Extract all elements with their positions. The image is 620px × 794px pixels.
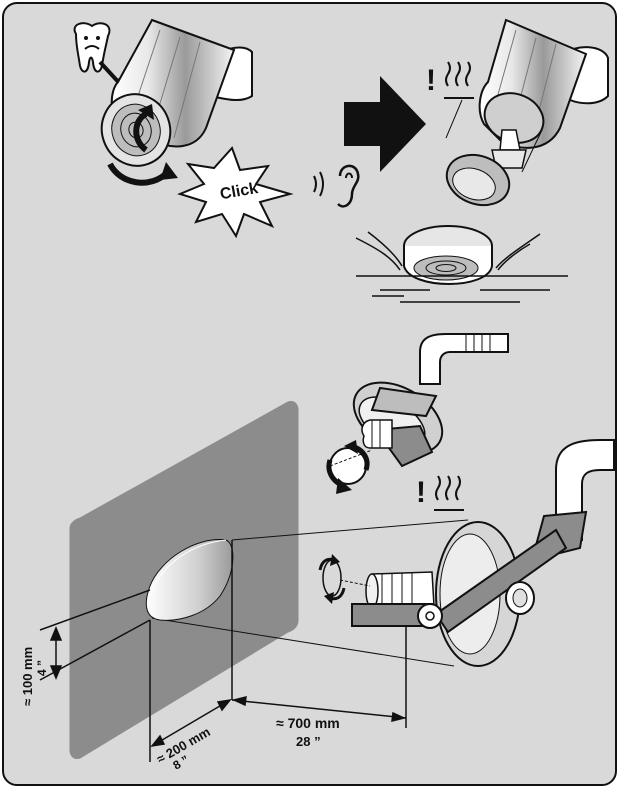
light-spot <box>145 539 234 621</box>
dim-distance-mm: ≈ 700 mm <box>276 715 340 731</box>
warn-mark-mid: ! <box>416 476 426 509</box>
dim-height-in: 4 ” <box>35 660 49 676</box>
big-arrow-icon <box>344 76 426 172</box>
heat-icon <box>444 61 474 99</box>
dim-height <box>39 589 151 681</box>
lamp-mid-group: ! <box>326 333 509 511</box>
click-label: Click <box>219 180 260 203</box>
dim-distance-in: 28 ” <box>296 734 321 749</box>
detached-head-group: ! <box>355 18 609 303</box>
lamp-unit-group <box>318 439 615 667</box>
ear-icon <box>313 164 360 208</box>
bulb <box>499 129 521 151</box>
sad-tooth-icon <box>73 22 111 73</box>
heat-icon <box>434 475 464 511</box>
light-field-group: ≈ 100 mm 4 ” ≈ 200 mm 8 ” ≈ 700 mm 28 ” <box>20 401 469 773</box>
light-head-twist-group: Click <box>73 18 360 239</box>
dim-height-mm: ≈ 100 mm <box>20 647 35 706</box>
dim-width-in: 8 ” <box>171 752 192 772</box>
dim-width <box>149 540 233 762</box>
bulb-cylinder <box>371 571 435 609</box>
click-burst <box>177 146 294 239</box>
floor <box>355 231 568 303</box>
warn-mark-top: ! <box>426 64 436 97</box>
hose <box>419 333 509 385</box>
rotate-arrow-icon <box>318 554 371 604</box>
